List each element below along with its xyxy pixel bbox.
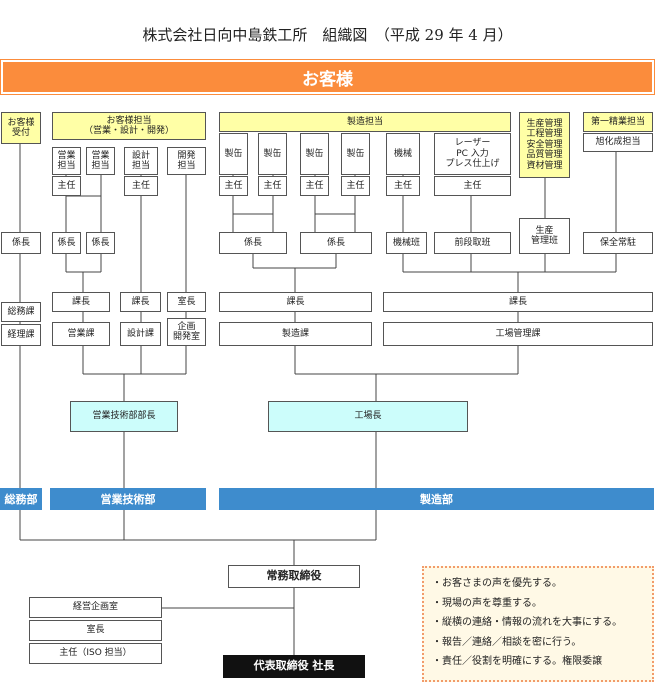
chief-iso-box: 主任（ISO 担当） xyxy=(29,643,162,664)
policy-line: ・お客さまの声を優先する。 xyxy=(432,578,562,589)
policy-line: ・縦横の連絡・情報の流れを大事にする。 xyxy=(432,617,623,628)
sales-staff-1-box: 営業 担当 xyxy=(52,147,81,175)
management-planning-office-box: 経営企画室 xyxy=(29,597,162,618)
chief-design-box: 主任 xyxy=(124,176,158,196)
machining-box: 機械 xyxy=(386,133,420,175)
policy-line: ・報告／連絡／相談を密に行う。 xyxy=(432,636,582,648)
factory-director-box: 工場長 xyxy=(268,401,468,432)
chief-can-1-box: 主任 xyxy=(219,176,248,196)
design-staff-box: 設計 担当 xyxy=(124,147,158,175)
chief-machining-box: 主任 xyxy=(386,176,420,196)
sales-tech-department: 営業技術部 xyxy=(50,488,206,510)
customer-reception-box: お客様 受付 xyxy=(1,112,41,144)
sales-section-box: 営業課 xyxy=(52,322,110,346)
policy-panel: ・お客さまの声を優先する。 ・現場の声を尊重する。 ・縦横の連絡・情報の流れを大… xyxy=(422,566,654,682)
chief-can-3-box: 主任 xyxy=(300,176,329,196)
kakaricho-can-b-box: 係長 xyxy=(300,232,372,254)
manager-sales-box: 課長 xyxy=(52,292,110,312)
accounting-section-box: 経理課 xyxy=(1,324,41,346)
general-affairs-section-box: 総務課 xyxy=(1,302,41,322)
sales-staff-2-box: 営業 担当 xyxy=(86,147,115,175)
development-staff-box: 開発 担当 xyxy=(167,147,206,175)
manufacturing-department: 製造部 xyxy=(219,488,654,510)
can-making-4-box: 製缶 xyxy=(341,133,370,175)
manufacturing-contact-box: 製造担当 xyxy=(219,112,511,132)
general-affairs-department: 総務部 xyxy=(0,488,42,510)
office-head-box: 室長 xyxy=(29,620,162,641)
chief-can-4-box: 主任 xyxy=(341,176,370,196)
machine-team-box: 機械班 xyxy=(386,232,427,254)
factory-mgmt-section-box: 工場管理課 xyxy=(383,322,653,346)
kakaricho-can-a-box: 係長 xyxy=(219,232,287,254)
managing-director-box: 常務取締役 xyxy=(228,565,360,588)
sales-tech-director-box: 営業技術部部長 xyxy=(70,401,178,432)
policy-line: ・現場の声を尊重する。 xyxy=(432,597,542,609)
manufacturing-section-box: 製造課 xyxy=(219,322,372,346)
design-section-box: 設計課 xyxy=(120,322,161,346)
hamon-lead-box: 第一精業担当 xyxy=(583,112,653,132)
asahi-lead-box: 旭化成担当 xyxy=(583,133,653,152)
office-head-dev-box: 室長 xyxy=(167,292,206,312)
can-making-1-box: 製缶 xyxy=(219,133,248,175)
president-box: 代表取締役 社長 xyxy=(223,655,365,678)
planning-development-office-box: 企画 開発室 xyxy=(167,318,206,346)
manager-design-box: 課長 xyxy=(120,292,161,312)
policy-line: ・責任／役割を明確にする。権限委譲 xyxy=(432,656,603,667)
kakaricho-general-box: 係長 xyxy=(1,232,41,254)
customer-banner: お客様 xyxy=(0,59,655,95)
production-mgmt-team-box: 生産 管理班 xyxy=(519,218,570,254)
can-making-3-box: 製缶 xyxy=(300,133,329,175)
laser-press-box: レーザー PC 入力 プレス仕上げ xyxy=(434,133,511,175)
maintenance-resident-box: 保全常駐 xyxy=(583,232,653,254)
production-management-box: 生産管理 工程管理 安全管理 品質管理 資材管理 xyxy=(519,112,570,178)
can-making-2-box: 製缶 xyxy=(258,133,287,175)
customer-contact-box: お客様担当 （営業・設計・開発） xyxy=(52,112,206,140)
chief-sales-box: 主任 xyxy=(52,176,81,196)
chief-laser-box: 主任 xyxy=(434,176,511,196)
page-title: 株式会社日向中島鉄工所 組織図 （平成 29 年 4 月） xyxy=(142,26,513,44)
manager-factory-mgmt-box: 課長 xyxy=(383,292,653,312)
pre-process-team-box: 前段取班 xyxy=(434,232,511,254)
chief-can-2-box: 主任 xyxy=(258,176,287,196)
kakaricho-sales-1-box: 係長 xyxy=(52,232,81,254)
kakaricho-sales-2-box: 係長 xyxy=(86,232,115,254)
manager-manufacturing-box: 課長 xyxy=(219,292,372,312)
